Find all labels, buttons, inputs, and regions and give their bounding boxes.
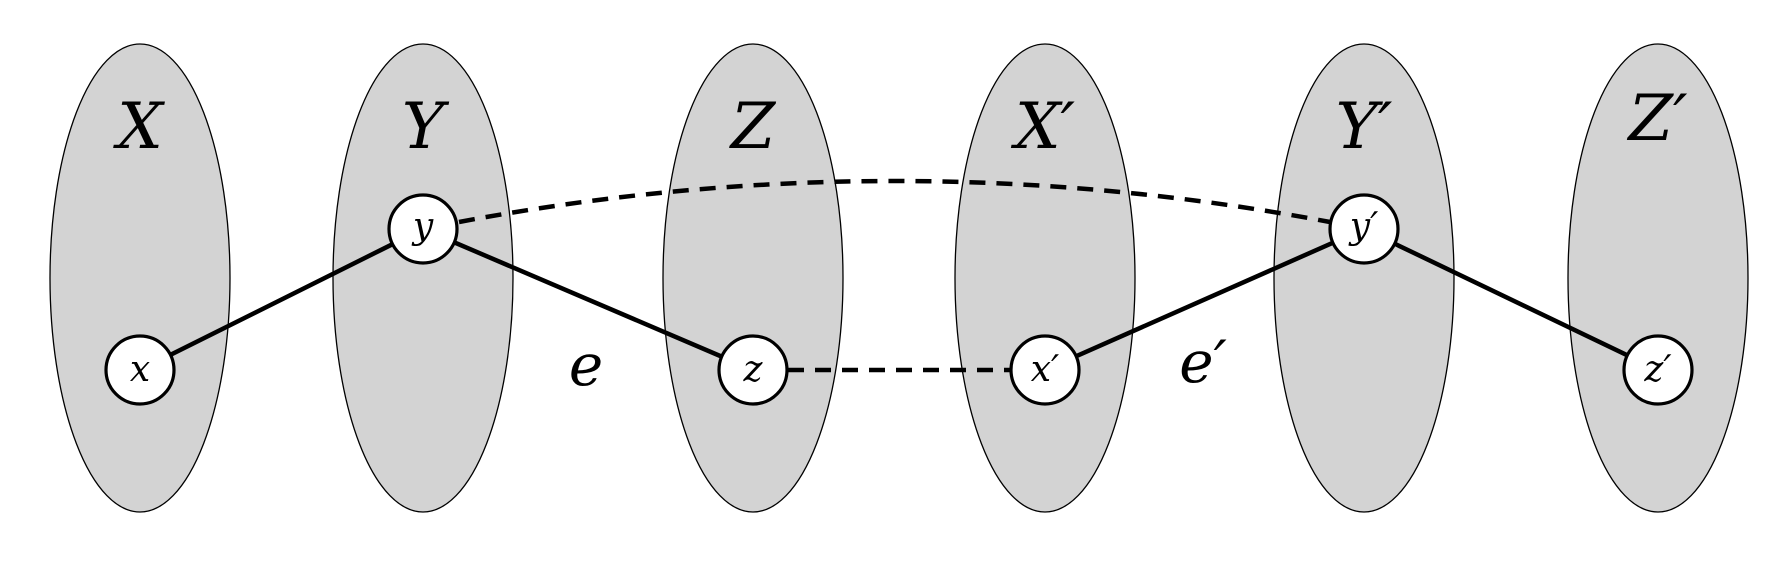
set-ellipse-z	[662, 43, 844, 513]
node-z-prime-circle	[1622, 334, 1694, 406]
node-y-circle	[387, 193, 459, 265]
set-label-y: Y	[402, 90, 450, 164]
edge-label-e-prime: e′	[1179, 328, 1227, 396]
nodes: x y z x′ y′ z′	[104, 193, 1694, 406]
set-label-z-prime: Z′	[1627, 82, 1688, 156]
edge-x-y	[137, 226, 426, 373]
node-x-label: x	[130, 349, 150, 390]
node-z: z	[717, 334, 789, 406]
node-y: y	[387, 193, 459, 265]
set-labels: X Y Z X′ Y′ Z′	[112, 82, 1688, 164]
set-ellipse-y-prime	[1273, 43, 1455, 513]
dashed-edges	[458, 178, 1331, 373]
set-ellipse-z-prime	[1567, 43, 1749, 513]
node-x-prime: x′	[1009, 334, 1081, 406]
edge-y-z	[420, 226, 756, 373]
set-label-y-prime: Y′	[1336, 90, 1393, 164]
set-ellipses	[49, 43, 1749, 513]
dashed-edge-y-y-prime	[458, 178, 1331, 225]
set-ellipse-y	[332, 43, 514, 513]
node-y-prime-label: y′	[1348, 206, 1379, 247]
set-label-z: Z	[729, 90, 777, 164]
node-y-prime-circle	[1328, 193, 1400, 265]
set-label-x-prime: X′	[1010, 90, 1076, 164]
node-y-prime: y′	[1328, 193, 1400, 265]
node-z-prime-label: z′	[1643, 349, 1671, 390]
node-x-prime-circle	[1009, 334, 1081, 406]
edge-x-prime-y-prime	[1042, 226, 1367, 373]
node-x-circle	[104, 334, 176, 406]
set-ellipse-x-prime	[954, 43, 1136, 513]
set-label-x: X	[112, 90, 165, 164]
edge-labels: e e′	[569, 328, 1227, 399]
node-z-prime: z′	[1622, 334, 1694, 406]
node-y-label: y	[411, 206, 434, 247]
edge-label-e: e	[569, 331, 603, 399]
node-z-label: z	[743, 349, 764, 390]
edge-y-prime-z-prime	[1361, 226, 1661, 373]
set-ellipse-x	[49, 43, 231, 513]
solid-edges	[137, 226, 1661, 373]
node-z-circle	[717, 334, 789, 406]
node-x-prime-label: x′	[1031, 349, 1059, 390]
node-x: x	[104, 334, 176, 406]
